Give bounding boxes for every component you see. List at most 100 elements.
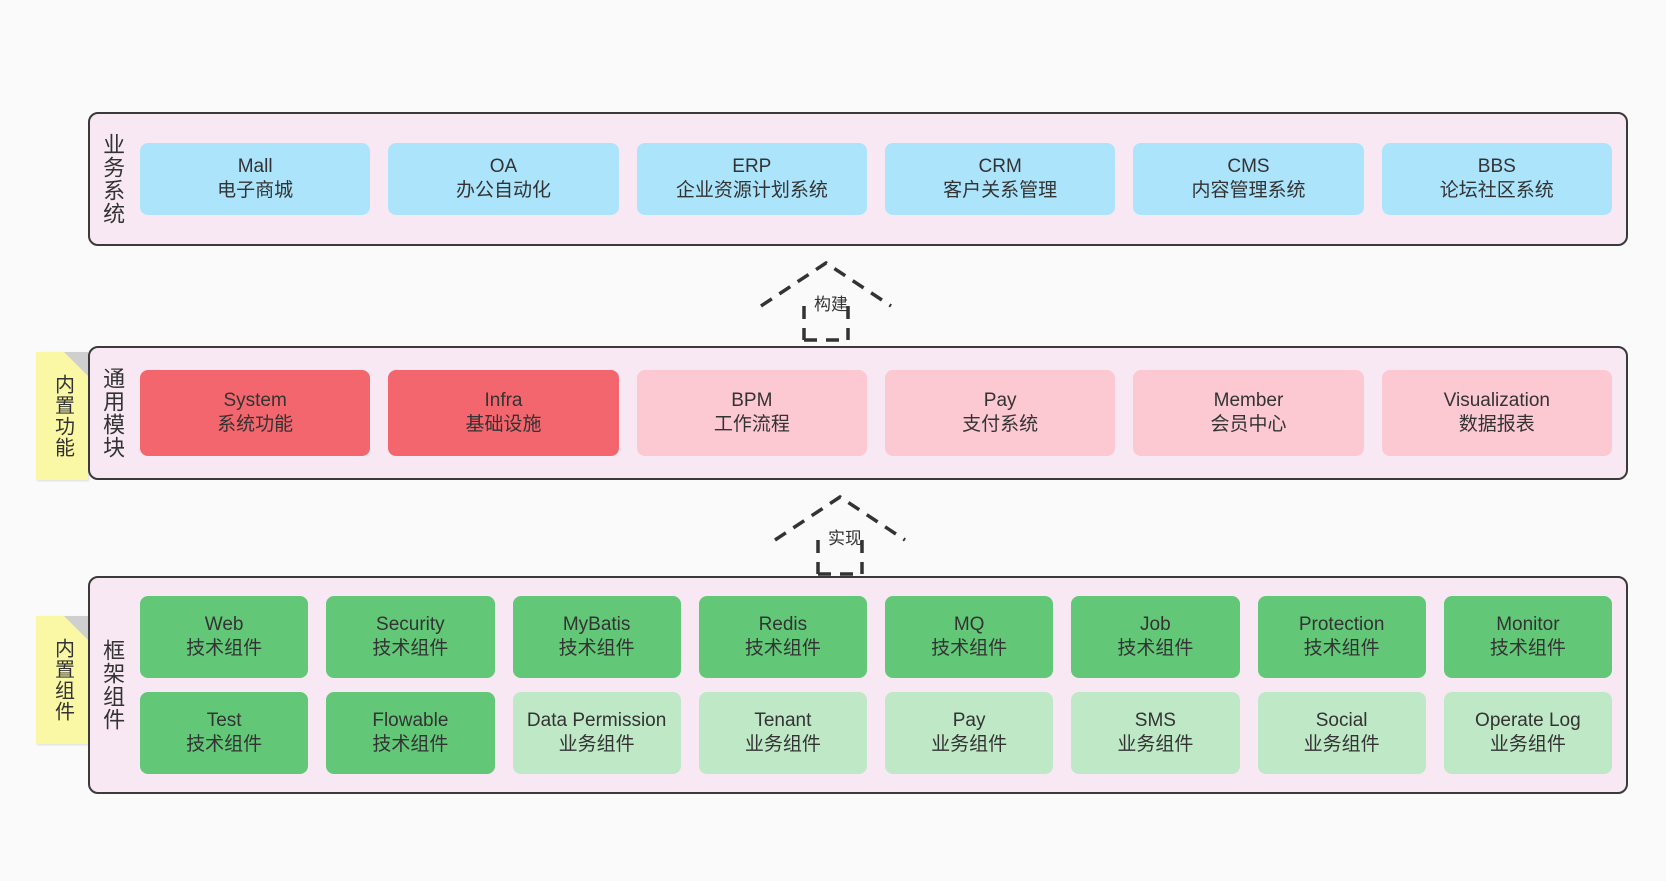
note-fold-corner-icon [64, 616, 88, 640]
framework-row-business: Test 技术组件 Flowable 技术组件 Data Permission … [140, 692, 1612, 774]
cell-subtitle: 业务组件 [1489, 734, 1566, 755]
cell-subtitle: 会员中心 [1210, 414, 1287, 435]
layer-framework-components: 框架组件 Web 技术组件 Security 技术组件 MyBatis 技术组件… [88, 576, 1628, 794]
cell-title: Test [206, 709, 242, 731]
note-builtin-functions: 内置功能 [36, 352, 88, 480]
framework-cell-web[interactable]: Web 技术组件 [140, 596, 309, 678]
business-cell-mall[interactable]: Mall 电子商城 [140, 143, 371, 215]
framework-cell-mybatis[interactable]: MyBatis 技术组件 [512, 596, 681, 678]
common-cell-pay[interactable]: Pay 支付系统 [884, 370, 1116, 456]
framework-cell-flowable[interactable]: Flowable 技术组件 [326, 692, 495, 774]
cell-subtitle: 支付系统 [962, 414, 1039, 435]
framework-cell-redis[interactable]: Redis 技术组件 [698, 596, 867, 678]
framework-cell-monitor[interactable]: Monitor 技术组件 [1443, 596, 1612, 678]
cell-title: Pay [983, 389, 1017, 411]
common-cell-bpm[interactable]: BPM 工作流程 [636, 370, 867, 456]
framework-row-technical: Web 技术组件 Security 技术组件 MyBatis 技术组件 Redi… [140, 596, 1612, 678]
cell-title: Job [1140, 613, 1171, 635]
note-label: 内置组件 [51, 638, 74, 722]
cell-title: MQ [953, 613, 985, 635]
business-cell-crm[interactable]: CRM 客户关系管理 [884, 143, 1116, 215]
common-row: System 系统功能 Infra 基础设施 BPM 工作流程 Pay 支付系统… [140, 370, 1612, 456]
framework-cell-data-permission[interactable]: Data Permission 业务组件 [512, 692, 681, 774]
cell-subtitle: 技术组件 [1303, 638, 1380, 659]
framework-cell-security[interactable]: Security 技术组件 [326, 596, 495, 678]
cell-title: Infra [484, 389, 523, 411]
framework-cell-pay[interactable]: Pay 业务组件 [885, 692, 1054, 774]
connector-label-build: 构建 [814, 295, 848, 314]
cell-title: Member [1213, 389, 1284, 411]
framework-cell-operate-log[interactable]: Operate Log 业务组件 [1443, 692, 1612, 774]
cell-subtitle: 内容管理系统 [1191, 180, 1306, 201]
cell-subtitle: 技术组件 [931, 638, 1008, 659]
layer-common-modules: 通用模块 System 系统功能 Infra 基础设施 BPM 工作流程 Pay… [88, 346, 1628, 480]
cell-title: OA [489, 155, 518, 177]
business-cell-bbs[interactable]: BBS 论坛社区系统 [1381, 143, 1612, 215]
cell-subtitle: 办公自动化 [455, 180, 551, 201]
layer-body-common: System 系统功能 Infra 基础设施 BPM 工作流程 Pay 支付系统… [134, 348, 1626, 478]
common-cell-visualization[interactable]: Visualization 数据报表 [1381, 370, 1612, 456]
layer-business-systems: 业务系统 Mall 电子商城 OA 办公自动化 ERP 企业资源计划系统 CRM… [88, 112, 1628, 246]
cell-subtitle: 基础设施 [465, 414, 542, 435]
cell-title: System [223, 389, 287, 411]
business-cell-erp[interactable]: ERP 企业资源计划系统 [636, 143, 867, 215]
cell-subtitle: 企业资源计划系统 [675, 180, 828, 201]
cell-title: CRM [978, 155, 1022, 177]
common-cell-member[interactable]: Member 会员中心 [1133, 370, 1364, 456]
common-cell-infra[interactable]: Infra 基础设施 [388, 370, 619, 456]
cell-title: Tenant [754, 709, 812, 731]
cell-subtitle: 客户关系管理 [943, 180, 1058, 201]
cell-subtitle: 业务组件 [744, 734, 821, 755]
cell-title: Flowable [372, 709, 449, 731]
cell-title: Security [376, 613, 445, 635]
connector-build: 构建 [756, 258, 906, 342]
cell-title: Mall [237, 155, 273, 177]
layer-title-business: 业务系统 [100, 133, 126, 225]
layer-body-business: Mall 电子商城 OA 办公自动化 ERP 企业资源计划系统 CRM 客户关系… [134, 114, 1626, 244]
cell-subtitle: 工作流程 [713, 414, 790, 435]
cell-subtitle: 技术组件 [558, 638, 635, 659]
business-cell-cms[interactable]: CMS 内容管理系统 [1133, 143, 1364, 215]
cell-subtitle: 业务组件 [1303, 734, 1380, 755]
note-label: 内置功能 [51, 374, 74, 458]
cell-subtitle: 技术组件 [186, 638, 263, 659]
cell-title: ERP [732, 155, 772, 177]
layer-title-framework: 框架组件 [100, 639, 126, 731]
framework-cell-social[interactable]: Social 业务组件 [1257, 692, 1426, 774]
cell-title: Protection [1298, 613, 1385, 635]
cell-subtitle: 论坛社区系统 [1439, 180, 1554, 201]
cell-subtitle: 业务组件 [558, 734, 635, 755]
cell-title: Operate Log [1475, 709, 1581, 731]
cell-title: Monitor [1496, 613, 1560, 635]
framework-cell-mq[interactable]: MQ 技术组件 [885, 596, 1054, 678]
cell-title: Pay [952, 709, 986, 731]
layer-body-framework: Web 技术组件 Security 技术组件 MyBatis 技术组件 Redi… [134, 578, 1626, 792]
common-cell-system[interactable]: System 系统功能 [140, 370, 371, 456]
cell-title: BBS [1477, 155, 1516, 177]
cell-subtitle: 业务组件 [931, 734, 1008, 755]
cell-subtitle: 业务组件 [1117, 734, 1194, 755]
cell-title: MyBatis [562, 613, 631, 635]
cell-title: CMS [1227, 155, 1270, 177]
dashed-generalization-arrow-icon [774, 494, 906, 576]
dashed-generalization-arrow-icon [760, 260, 892, 342]
framework-cell-sms[interactable]: SMS 业务组件 [1071, 692, 1240, 774]
business-cell-oa[interactable]: OA 办公自动化 [388, 143, 619, 215]
note-fold-corner-icon [64, 352, 88, 376]
layer-title-common: 通用模块 [100, 367, 126, 459]
framework-cell-protection[interactable]: Protection 技术组件 [1257, 596, 1426, 678]
business-row: Mall 电子商城 OA 办公自动化 ERP 企业资源计划系统 CRM 客户关系… [140, 143, 1612, 215]
cell-title: BPM [731, 389, 773, 411]
connector-label-implement: 实现 [828, 529, 862, 548]
cell-subtitle: 系统功能 [217, 414, 294, 435]
cell-subtitle: 技术组件 [372, 734, 449, 755]
framework-cell-test[interactable]: Test 技术组件 [140, 692, 309, 774]
framework-cell-job[interactable]: Job 技术组件 [1071, 596, 1240, 678]
cell-title: SMS [1134, 709, 1176, 731]
cell-subtitle: 技术组件 [1489, 638, 1566, 659]
framework-cell-tenant[interactable]: Tenant 业务组件 [698, 692, 867, 774]
cell-subtitle: 技术组件 [1117, 638, 1194, 659]
cell-subtitle: 技术组件 [744, 638, 821, 659]
cell-title: Data Permission [526, 709, 667, 731]
